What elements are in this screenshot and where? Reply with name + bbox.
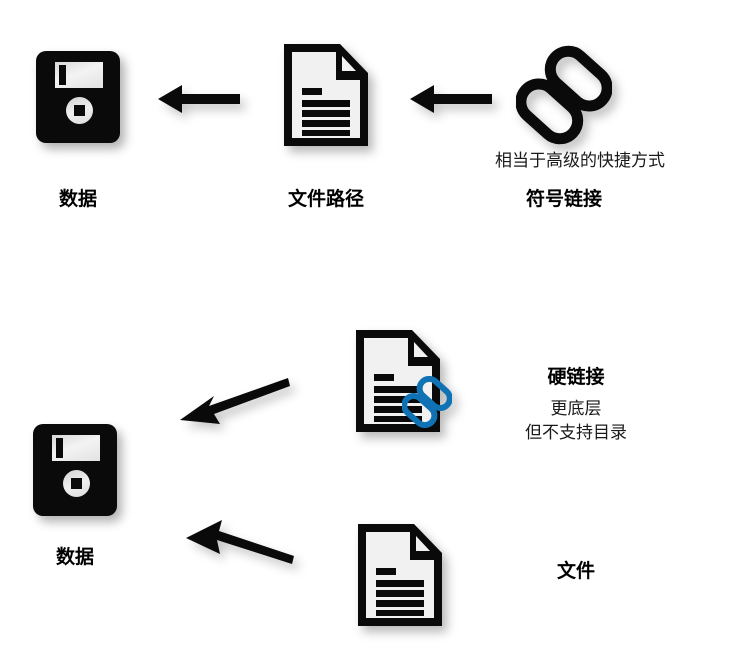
floppy-hub: [66, 97, 93, 124]
arrow-diagonal-left-icon-row3: [186, 518, 296, 566]
floppy-hub: [63, 470, 90, 497]
hardlink-label: 硬链接: [547, 367, 605, 388]
chain-link-icon: [516, 45, 612, 145]
file-path-label: 文件路径: [287, 189, 364, 210]
document-icon-hardlink: [356, 330, 452, 432]
arrow-left-icon-row1-a: [158, 82, 240, 116]
floppy-disk-icon-row2: [33, 424, 117, 516]
floppy-disk-icon-row1: [36, 51, 120, 143]
floppy-shutter-notch: [56, 438, 63, 458]
floppy-disk-icon: [33, 424, 117, 516]
chain-link-icon-row1: [516, 45, 612, 145]
floppy-shutter: [55, 62, 103, 88]
data-label-row2: 数据: [55, 547, 94, 568]
arrow-left-icon-row1-b: [410, 82, 492, 116]
floppy-hub-square: [74, 105, 85, 116]
blue-chain-link-icon: [402, 376, 452, 428]
document-icon: [356, 330, 452, 432]
document-icon-row3: [358, 524, 442, 626]
data-label-row1: 数据: [58, 189, 97, 210]
symlink-label: 符号链接: [525, 189, 602, 210]
hardlink-note-line1: 更底层: [550, 399, 602, 418]
floppy-shutter-notch: [59, 65, 66, 85]
hardlink-note-line2: 但不支持目录: [525, 423, 627, 442]
symlink-note: 相当于高级的快捷方式: [495, 151, 665, 170]
document-icon: [358, 524, 442, 626]
file-label: 文件: [556, 561, 595, 582]
document-icon: [284, 44, 368, 146]
floppy-disk-icon: [36, 51, 120, 143]
floppy-shutter: [52, 435, 100, 461]
document-icon-row1: [284, 44, 368, 146]
arrow-diagonal-left-icon-row2: [178, 378, 290, 430]
floppy-hub-square: [71, 478, 82, 489]
